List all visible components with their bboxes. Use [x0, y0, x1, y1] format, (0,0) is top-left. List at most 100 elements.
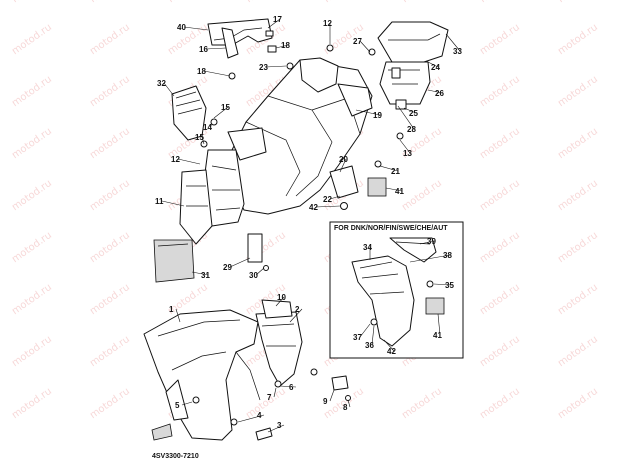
watermark-text: motod.ru — [478, 282, 522, 317]
watermark-text: motod.ru — [556, 178, 600, 213]
leader-line — [399, 139, 411, 154]
leader-line — [203, 70, 231, 77]
leader-line — [177, 158, 201, 165]
part-label: 12 — [323, 19, 332, 28]
leader-line — [201, 136, 205, 145]
fasteners-front — [151, 368, 351, 441]
diagram-code: 4SV3300-7210 — [152, 453, 199, 460]
leader-line — [181, 401, 193, 406]
leader-line — [339, 158, 347, 173]
part-label: 4 — [257, 411, 262, 420]
watermark-text: motod.ru — [478, 74, 522, 109]
part-label: 15 — [195, 133, 204, 142]
part-label: 22 — [323, 195, 332, 204]
watermark-text: motod.ru — [478, 334, 522, 369]
watermark-text: motod.ru — [10, 386, 54, 421]
front-inner-fender — [255, 299, 303, 387]
part-label: 35 — [445, 281, 454, 290]
watermark-text: motod.ru — [10, 74, 54, 109]
leader-line — [255, 267, 265, 276]
watermark-text: motod.ru — [322, 0, 366, 5]
part-label: 32 — [157, 79, 166, 88]
watermark-text: motod.ru — [10, 0, 54, 5]
leader-line — [355, 109, 381, 116]
part-label: 10 — [277, 293, 286, 302]
part-label: 16 — [199, 45, 208, 54]
side-cover — [171, 85, 218, 148]
leader-line — [213, 106, 229, 119]
leader-line — [433, 283, 453, 286]
part-label: 40 — [177, 23, 186, 32]
leader-line — [163, 82, 175, 97]
leader-line — [237, 414, 265, 423]
part-label: 11 — [155, 197, 164, 206]
part-label: 41 — [395, 187, 404, 196]
leader-line — [379, 165, 399, 172]
leader-line — [265, 65, 287, 68]
watermark-text: motod.ru — [556, 282, 600, 317]
part-label: 12 — [171, 155, 180, 164]
leader-line — [289, 308, 303, 323]
part-label: 37 — [353, 333, 362, 342]
leader-line — [229, 257, 251, 268]
part-label: 21 — [391, 167, 400, 176]
leader-line — [161, 200, 185, 207]
watermark-text: motod.ru — [400, 386, 444, 421]
part-label: 20 — [339, 155, 348, 164]
watermark-text: motod.ru — [88, 22, 132, 57]
leader-line — [275, 44, 289, 49]
part-label: 24 — [431, 63, 440, 72]
leader-line — [209, 123, 213, 128]
leader-line — [427, 61, 439, 68]
watermark-text: motod.ru — [556, 386, 600, 421]
part-label: 39 — [427, 237, 436, 246]
leader-line — [385, 187, 403, 192]
leader-line — [445, 33, 461, 52]
watermark-text: motod.ru — [478, 178, 522, 213]
part-label: 7 — [267, 393, 272, 402]
watermark-text: motod.ru — [478, 230, 522, 265]
part-label: 38 — [443, 251, 452, 260]
part-label: 18 — [281, 41, 290, 50]
part-label: 23 — [259, 63, 268, 72]
part-label: 17 — [273, 15, 282, 24]
leader-line — [275, 296, 285, 307]
leader-line — [183, 26, 209, 31]
watermark-text: motod.ru — [88, 74, 132, 109]
part-label: 19 — [373, 111, 382, 120]
leader-line — [273, 387, 277, 398]
leader-line — [267, 18, 281, 29]
part-label: 42 — [387, 347, 396, 356]
part-label: 18 — [197, 67, 206, 76]
watermark-text: motod.ru — [10, 282, 54, 317]
leader-line — [383, 339, 395, 352]
leader-line — [191, 271, 209, 276]
watermark-text: motod.ru — [10, 178, 54, 213]
part-label: 28 — [407, 125, 416, 134]
part-label: 30 — [249, 271, 258, 280]
watermark-text: motod.ru — [88, 230, 132, 265]
rear-bracket-light — [329, 132, 404, 210]
watermark-text: motod.ru — [400, 178, 444, 213]
watermark-text: motod.ru — [10, 230, 54, 265]
regional-inset: FOR DNK/NOR/FIN/SWE/CHE/AUT — [329, 221, 464, 359]
leader-line — [347, 399, 351, 408]
reflector-plate — [153, 239, 195, 283]
watermark-text: motod.ru — [88, 0, 132, 5]
part-label: 9 — [323, 397, 328, 406]
watermark-text: motod.ru — [88, 282, 132, 317]
leader-line — [437, 313, 441, 336]
inner-rear-fender — [179, 57, 373, 263]
part-label: 2 — [295, 305, 300, 314]
part-label: 41 — [433, 331, 442, 340]
watermark-text: motod.ru — [244, 386, 288, 421]
watermark-text: motod.ru — [478, 22, 522, 57]
watermark-text: motod.ru — [478, 386, 522, 421]
part-label: 31 — [201, 271, 210, 280]
leader-line — [397, 105, 415, 130]
leader-line — [175, 308, 181, 323]
part-label: 27 — [353, 37, 362, 46]
leader-lines — [161, 18, 461, 433]
